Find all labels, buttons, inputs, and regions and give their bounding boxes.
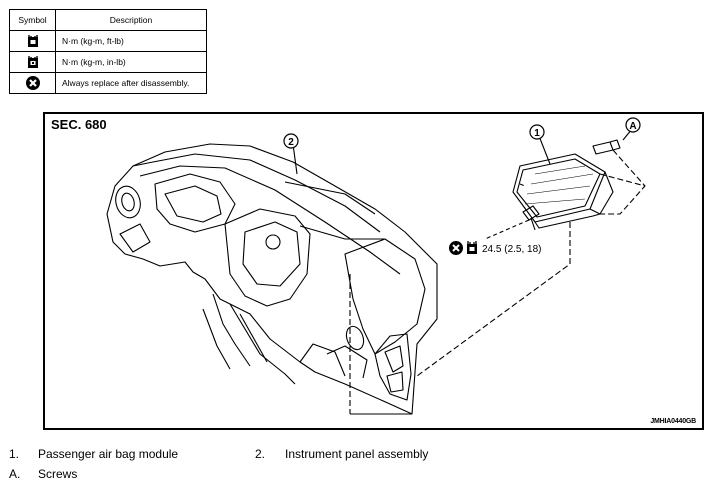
torque-spec: 24.5 (2.5, 18) bbox=[449, 241, 541, 255]
figure-frame: SEC. 680 JMHIA0440GB bbox=[43, 112, 704, 430]
symbol-row: N·m (kg-m, in-lb) bbox=[9, 51, 207, 73]
torque-wrench-inlb-icon bbox=[9, 51, 56, 73]
legend-num: A. bbox=[9, 467, 21, 481]
description-header: Description bbox=[55, 9, 207, 31]
symbol-description: N·m (kg-m, ft-lb) bbox=[55, 30, 207, 52]
symbol-description: N·m (kg-m, in-lb) bbox=[55, 51, 207, 73]
callout-1-label: 1 bbox=[534, 128, 540, 139]
figure-code: JMHIA0440GB bbox=[650, 418, 696, 425]
torque-value: 24.5 (2.5, 18) bbox=[482, 244, 541, 255]
legend-num: 2. bbox=[255, 447, 266, 461]
screw-a bbox=[592, 139, 621, 155]
symbol-table: Symbol Description N·m (kg-m, ft-lb) N·m… bbox=[9, 9, 207, 94]
symbol-header: Symbol bbox=[9, 9, 56, 31]
callout-2: 2 bbox=[283, 133, 299, 149]
legend-label: Instrument panel assembly bbox=[285, 447, 429, 461]
screw-bottom bbox=[522, 205, 540, 231]
instrument-panel-outline bbox=[106, 143, 438, 415]
instrument-panel-drawing: 1 2 A 24.5 (2.5, 18) bbox=[106, 117, 646, 415]
symbol-table-header: Symbol Description bbox=[9, 9, 207, 31]
callout-2-label: 2 bbox=[288, 137, 294, 148]
torque-wrench-ftlb-icon bbox=[9, 30, 56, 52]
torque-wrench-ftlb-icon bbox=[467, 241, 477, 254]
symbol-row: N·m (kg-m, ft-lb) bbox=[9, 30, 207, 52]
callout-a: A bbox=[625, 117, 641, 133]
symbol-description: Always replace after disassembly. bbox=[55, 72, 207, 94]
always-replace-icon bbox=[9, 72, 56, 94]
section-label: SEC. 680 bbox=[51, 117, 107, 132]
callout-a-label: A bbox=[629, 121, 636, 132]
legend-num: 1. bbox=[9, 447, 20, 461]
callout-1: 1 bbox=[529, 124, 545, 140]
legend-label: Screws bbox=[38, 467, 78, 481]
symbol-row: Always replace after disassembly. bbox=[9, 72, 207, 94]
legend-label: Passenger air bag module bbox=[38, 447, 179, 461]
air-bag-module bbox=[512, 153, 614, 229]
always-replace-icon bbox=[449, 241, 463, 255]
